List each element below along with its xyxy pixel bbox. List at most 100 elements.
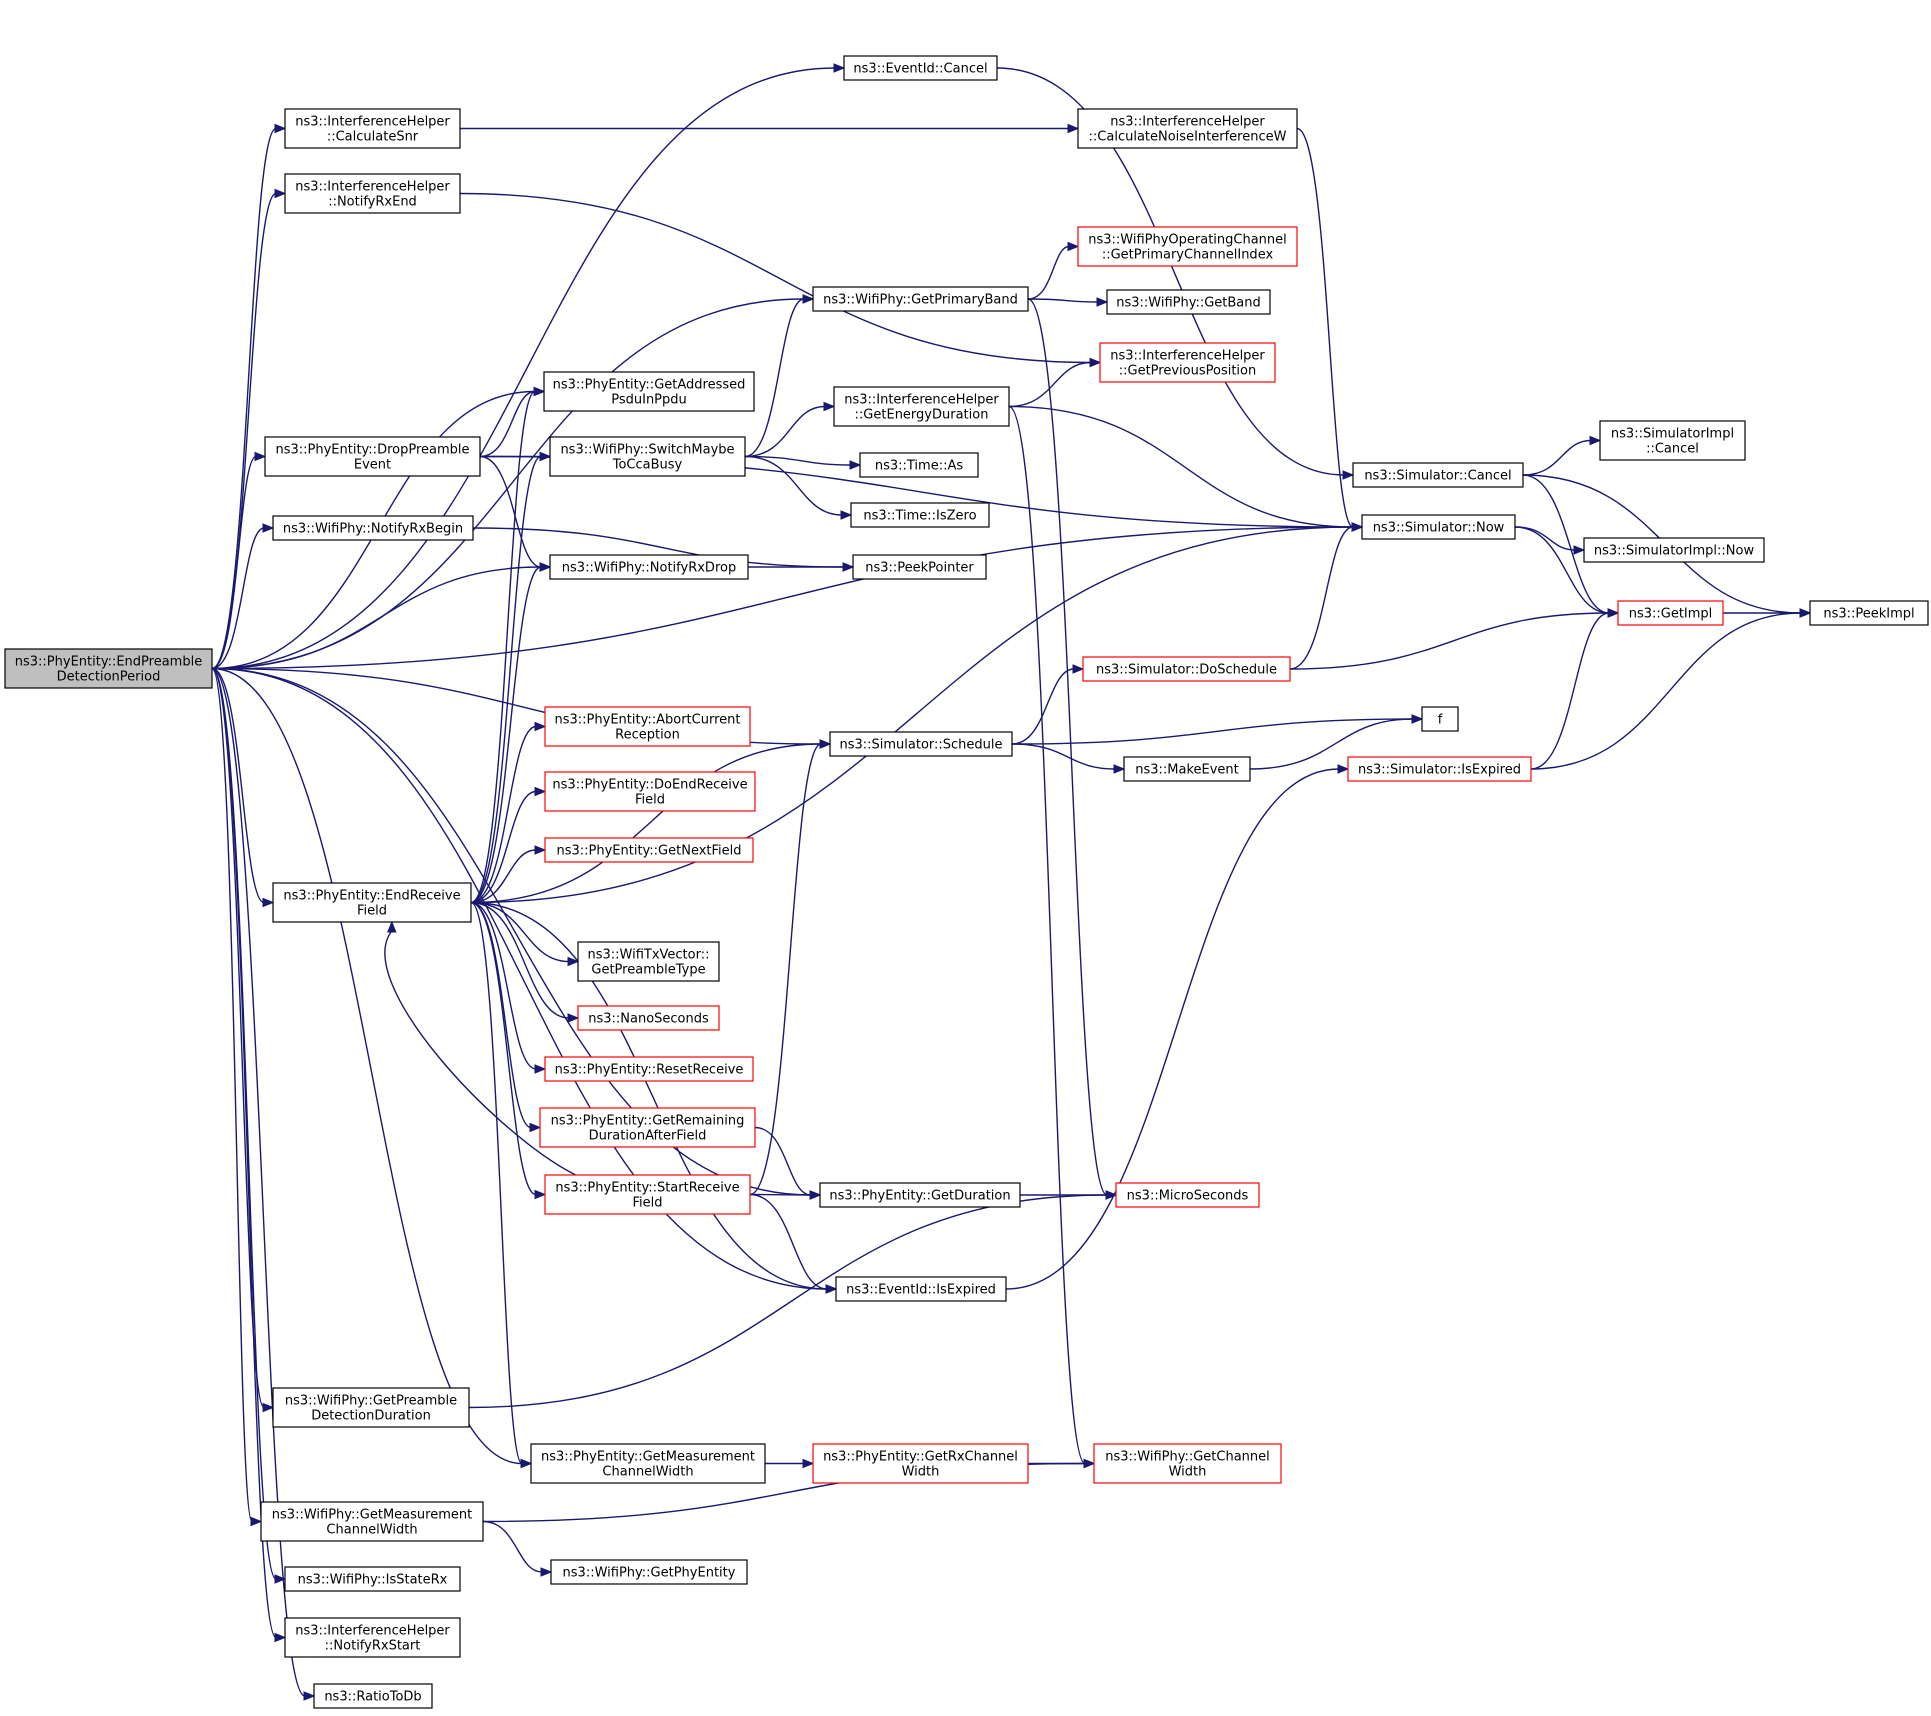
node-get-remaining-duration[interactable]: ns3::PhyEntity::GetRemainingDurationAfte… [539, 1107, 756, 1148]
node-simulatorimpl-cancel[interactable]: ns3::SimulatorImpl::Cancel [1599, 420, 1746, 461]
edge-simulator-is-expired-to-get-impl [1530, 608, 1620, 770]
node-label: ::GetPreviousPosition [1119, 364, 1256, 379]
node-get-impl[interactable]: ns3::GetImpl [1617, 600, 1724, 626]
arrowhead-icon [534, 721, 547, 732]
node-box [819, 1182, 1021, 1208]
node-simulator-do-schedule[interactable]: ns3::Simulator::DoSchedule [1082, 656, 1291, 682]
node-nano-seconds[interactable]: ns3::NanoSeconds [577, 1005, 720, 1031]
node-micro-seconds[interactable]: ns3::MicroSeconds [1115, 1182, 1260, 1208]
node-get-primary-band[interactable]: ns3::WifiPhy::GetPrimaryBand [812, 286, 1029, 312]
edge-wifiphy-notify-rx-drop-to-peek-pointer [748, 562, 855, 572]
node-peek-impl[interactable]: ns3::PeekImpl [1809, 600, 1929, 626]
node-label: ns3::WifiPhy::GetChannel [1105, 1450, 1270, 1465]
node-phyentity-get-measurement-channel-width[interactable]: ns3::PhyEntity::GetMeasurementChannelWid… [530, 1443, 766, 1484]
node-box [544, 1056, 754, 1082]
node-label: ToCcaBusy [612, 458, 683, 473]
node-get-preamble-type[interactable]: ns3::WifiTxVector::GetPreambleType [577, 941, 720, 982]
node-label: ChannelWidth [602, 1465, 693, 1480]
node-notify-rx-end-ih[interactable]: ns3::InterferenceHelper::NotifyRxEnd [284, 173, 461, 214]
node-notify-rx-start-ih[interactable]: ns3::InterferenceHelper::NotifyRxStart [284, 1617, 461, 1658]
node-label: ::Cancel [1646, 442, 1699, 457]
edge-end-receive-field-to-start-receive-field [470, 901, 547, 1200]
node-peek-pointer[interactable]: ns3::PeekPointer [852, 554, 987, 580]
node-box [264, 436, 481, 477]
arrowhead-icon [1573, 545, 1586, 555]
node-label: DetectionPeriod [57, 670, 161, 685]
node-box [1352, 462, 1524, 488]
arrowhead-icon [1083, 1458, 1096, 1469]
arrowhead-icon [274, 1632, 287, 1643]
arrowhead-icon [274, 188, 287, 199]
node-simulator-cancel[interactable]: ns3::Simulator::Cancel [1352, 462, 1524, 488]
node-eventid-cancel[interactable]: ns3::EventId::Cancel [843, 55, 998, 81]
node-is-state-rx[interactable]: ns3::WifiPhy::IsStateRx [284, 1566, 461, 1592]
node-get-energy-duration[interactable]: ns3::InterferenceHelper::GetEnergyDurati… [833, 386, 1010, 427]
arrowhead-icon [540, 1567, 553, 1577]
node-label: ns3::InterferenceHelper [295, 1624, 450, 1639]
edge-root-to-end-receive-field [211, 667, 275, 908]
node-simulator-now[interactable]: ns3::Simulator::Now [1361, 514, 1516, 540]
edge-simulator-schedule-to-make-event [1011, 743, 1126, 774]
node-root[interactable]: ns3::PhyEntity::EndPreambleDetectionPeri… [4, 648, 213, 689]
node-box [284, 173, 461, 214]
node-ratio-to-db[interactable]: ns3::RatioToDb [313, 1683, 433, 1709]
node-calculate-snr[interactable]: ns3::InterferenceHelper::CalculateSnr [284, 108, 461, 149]
node-make-event[interactable]: ns3::MakeEvent [1123, 756, 1251, 782]
node-get-preamble-detection-duration[interactable]: ns3::WifiPhy::GetPreambleDetectionDurati… [272, 1387, 470, 1428]
arrowhead-icon [274, 123, 287, 134]
edge-notify-rx-end-ih-to-get-previous-position [459, 192, 1102, 368]
node-simulator-schedule[interactable]: ns3::Simulator::Schedule [829, 731, 1013, 757]
arrowhead-icon [842, 562, 855, 572]
node-label: ns3::InterferenceHelper [1110, 349, 1265, 364]
node-simulator-is-expired[interactable]: ns3::Simulator::IsExpired [1347, 756, 1532, 782]
edge-simulator-cancel-to-simulatorimpl-cancel [1522, 435, 1602, 476]
node-box [829, 731, 1013, 757]
node-wifiphy-notify-rx-begin[interactable]: ns3::WifiPhy::NotifyRxBegin [272, 515, 474, 541]
arrowhead-icon [387, 920, 397, 933]
node-label: ns3::MakeEvent [1135, 763, 1239, 778]
arrowhead-icon [802, 294, 815, 304]
node-time-as[interactable]: ns3::Time::As [859, 452, 979, 478]
edge-simulator-do-schedule-to-get-impl [1289, 608, 1620, 670]
node-wifiphy-get-band[interactable]: ns3::WifiPhy::GetBand [1106, 289, 1271, 315]
node-time-is-zero[interactable]: ns3::Time::IsZero [850, 502, 990, 528]
node-label: ns3::Simulator::Now [1373, 521, 1505, 536]
node-reset-receive[interactable]: ns3::PhyEntity::ResetReceive [544, 1056, 754, 1082]
edge-root-to-notify-rx-start-ih [211, 667, 287, 1643]
edge-calculate-noise-interference-w-to-simulator-now [1296, 127, 1364, 532]
node-box [835, 1276, 1007, 1302]
node-label: ns3::Simulator::Cancel [1364, 469, 1511, 484]
arrowhead-icon [809, 1190, 822, 1200]
node-get-next-field[interactable]: ns3::PhyEntity::GetNextField [544, 837, 754, 863]
node-label: ns3::WifiPhy::IsStateRx [298, 1573, 448, 1588]
node-label: ns3::GetImpl [1629, 607, 1713, 622]
node-f[interactable]: f [1421, 706, 1459, 732]
node-box [1421, 706, 1459, 732]
node-label: ns3::PhyEntity::StartReceive [555, 1181, 739, 1196]
node-label: DurationAfterField [589, 1129, 707, 1144]
node-calculate-noise-interference-w[interactable]: ns3::InterferenceHelper::CalculateNoiseI… [1077, 108, 1298, 149]
node-get-phy-entity[interactable]: ns3::WifiPhy::GetPhyEntity [550, 1559, 748, 1585]
node-phyentity-get-duration[interactable]: ns3::PhyEntity::GetDuration [819, 1182, 1021, 1208]
node-eventid-is-expired[interactable]: ns3::EventId::IsExpired [835, 1276, 1007, 1302]
node-box [284, 108, 461, 149]
node-simulatorimpl-now[interactable]: ns3::SimulatorImpl::Now [1583, 537, 1765, 563]
node-box [1106, 289, 1271, 315]
edge-root-to-wifiphy-get-measurement-channel-width [211, 667, 263, 1527]
node-get-primary-channel-index[interactable]: ns3::WifiPhyOperatingChannel::GetPrimary… [1077, 226, 1298, 267]
node-wifiphy-notify-rx-drop[interactable]: ns3::WifiPhy::NotifyRxDrop [549, 554, 749, 580]
node-label: ns3::MicroSeconds [1127, 1189, 1249, 1204]
arrowhead-icon [1607, 608, 1620, 618]
node-get-previous-position[interactable]: ns3::InterferenceHelper::GetPreviousPosi… [1099, 342, 1276, 383]
node-label: ns3::InterferenceHelper [295, 115, 450, 130]
